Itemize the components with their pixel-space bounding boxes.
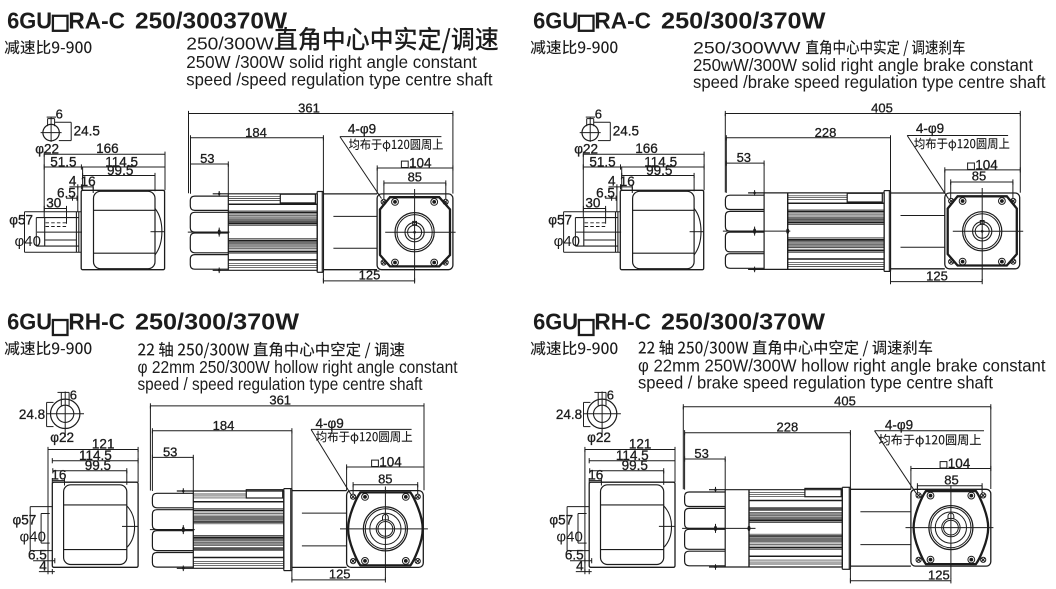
svg-text:166: 166 bbox=[96, 141, 119, 156]
svg-text:250W /300W solid right angle: 250W /300W solid right angle constant bbox=[186, 52, 477, 72]
svg-text:99.5: 99.5 bbox=[622, 458, 648, 473]
svg-text:6GU: 6GU bbox=[533, 7, 578, 33]
svg-text:361: 361 bbox=[269, 393, 291, 408]
svg-text:114.5: 114.5 bbox=[644, 154, 677, 169]
svg-text:6GU: 6GU bbox=[7, 7, 52, 33]
svg-text:99.5: 99.5 bbox=[85, 458, 111, 473]
svg-text:4-φ9: 4-φ9 bbox=[315, 416, 343, 431]
svg-text:125: 125 bbox=[926, 268, 948, 283]
svg-text:6.5: 6.5 bbox=[596, 186, 615, 201]
svg-text:φ40: φ40 bbox=[15, 233, 41, 250]
svg-text:125: 125 bbox=[928, 568, 950, 583]
svg-text:6.5: 6.5 bbox=[565, 548, 584, 563]
svg-text:85: 85 bbox=[378, 471, 392, 486]
svg-text:361: 361 bbox=[298, 100, 320, 115]
svg-text:250/300WW: 250/300WW bbox=[693, 38, 801, 57]
svg-text:53: 53 bbox=[163, 444, 177, 459]
svg-text:4-φ9: 4-φ9 bbox=[348, 122, 376, 137]
svg-text:121: 121 bbox=[92, 437, 115, 452]
svg-text:53: 53 bbox=[200, 151, 214, 166]
svg-text:99.5: 99.5 bbox=[646, 163, 672, 178]
svg-text:121: 121 bbox=[629, 437, 652, 452]
svg-text:99.5: 99.5 bbox=[107, 163, 133, 178]
svg-text:184: 184 bbox=[245, 125, 267, 140]
svg-text:6GU: 6GU bbox=[7, 308, 52, 334]
svg-text:φ 22mm 250/300W hollow right a: φ 22mm 250/300W hollow right angle const… bbox=[138, 357, 458, 377]
svg-text:φ57: φ57 bbox=[549, 513, 573, 528]
svg-text:φ22: φ22 bbox=[574, 142, 598, 157]
svg-text:4-φ9: 4-φ9 bbox=[916, 121, 944, 136]
svg-text:125: 125 bbox=[329, 567, 351, 582]
svg-text:6GU: 6GU bbox=[533, 308, 578, 334]
svg-text:405: 405 bbox=[834, 394, 856, 409]
svg-text:φ40: φ40 bbox=[554, 233, 580, 250]
svg-text:16: 16 bbox=[620, 174, 635, 189]
svg-text:16: 16 bbox=[81, 174, 96, 189]
svg-text:RA-C: RA-C bbox=[68, 7, 125, 33]
svg-text:85: 85 bbox=[944, 472, 958, 487]
svg-text:114.5: 114.5 bbox=[79, 448, 112, 463]
svg-text:16: 16 bbox=[51, 467, 66, 482]
svg-text:405: 405 bbox=[871, 100, 893, 115]
svg-text:16: 16 bbox=[588, 467, 603, 482]
svg-text:51.5: 51.5 bbox=[589, 154, 615, 169]
svg-text:4: 4 bbox=[576, 558, 584, 573]
svg-text:114.5: 114.5 bbox=[616, 448, 649, 463]
svg-text:6.5: 6.5 bbox=[28, 548, 47, 563]
svg-text:6: 6 bbox=[607, 388, 614, 403]
svg-text:4: 4 bbox=[39, 558, 47, 573]
svg-text:φ57: φ57 bbox=[9, 212, 33, 227]
svg-text:speed / speed regulation type: speed / speed regulation type centre sha… bbox=[138, 374, 423, 394]
svg-text:RH-C: RH-C bbox=[68, 308, 125, 334]
svg-text:φ57: φ57 bbox=[548, 212, 572, 227]
svg-text:104: 104 bbox=[975, 158, 998, 173]
svg-text:speed /brake speed regulation: speed /brake speed regulation type centr… bbox=[693, 72, 1046, 92]
svg-text:53: 53 bbox=[694, 446, 708, 461]
svg-text:φ22: φ22 bbox=[35, 142, 59, 157]
svg-text:104: 104 bbox=[379, 455, 402, 470]
svg-text:6.5: 6.5 bbox=[57, 186, 76, 201]
svg-text:4-φ9: 4-φ9 bbox=[885, 417, 913, 432]
svg-text:RA-C: RA-C bbox=[594, 7, 651, 33]
svg-text:φ57: φ57 bbox=[13, 513, 37, 528]
svg-text:228: 228 bbox=[777, 420, 799, 435]
svg-text:250/300/370W: 250/300/370W bbox=[661, 308, 826, 334]
svg-text:250/300370W: 250/300370W bbox=[135, 7, 288, 33]
svg-text:85: 85 bbox=[408, 170, 422, 185]
svg-text:φ 22mm 250W/300W hollow right: φ 22mm 250W/300W hollow right angle brak… bbox=[638, 356, 1046, 376]
svg-text:125: 125 bbox=[359, 268, 381, 283]
svg-text:250wW/300W solid right angle b: 250wW/300W solid right angle brake const… bbox=[693, 55, 1033, 75]
svg-text:RH-C: RH-C bbox=[594, 308, 651, 334]
svg-text:166: 166 bbox=[635, 141, 658, 156]
svg-text:250/300/370W: 250/300/370W bbox=[135, 308, 300, 334]
svg-text:53: 53 bbox=[737, 150, 751, 165]
svg-text:104: 104 bbox=[948, 456, 971, 471]
svg-text:30: 30 bbox=[585, 196, 600, 211]
svg-text:6: 6 bbox=[70, 388, 77, 403]
svg-text:24.8: 24.8 bbox=[19, 407, 45, 422]
svg-text:φ22: φ22 bbox=[50, 430, 74, 445]
svg-text:24.8: 24.8 bbox=[556, 407, 582, 422]
svg-text:114.5: 114.5 bbox=[105, 154, 138, 169]
svg-text:250/300/370W: 250/300/370W bbox=[661, 7, 826, 33]
svg-text:51.5: 51.5 bbox=[50, 154, 76, 169]
svg-text:4: 4 bbox=[69, 173, 77, 188]
svg-text:24.5: 24.5 bbox=[613, 124, 639, 139]
svg-text:30: 30 bbox=[46, 196, 61, 211]
svg-text:85: 85 bbox=[972, 169, 986, 184]
svg-text:250/300W: 250/300W bbox=[186, 33, 274, 53]
svg-text:speed /speed regulation type c: speed /speed regulation type centre shaf… bbox=[186, 69, 492, 89]
svg-text:4: 4 bbox=[608, 173, 616, 188]
svg-text:φ40: φ40 bbox=[556, 529, 582, 546]
svg-text:24.5: 24.5 bbox=[74, 124, 100, 139]
svg-text:104: 104 bbox=[409, 156, 432, 171]
svg-text:184: 184 bbox=[213, 418, 235, 433]
svg-text:228: 228 bbox=[815, 125, 837, 140]
svg-text:φ40: φ40 bbox=[20, 529, 46, 546]
svg-text:6: 6 bbox=[595, 106, 602, 121]
svg-text:speed / brake speed regulation: speed / brake speed regulation type cent… bbox=[638, 373, 993, 393]
svg-text:6: 6 bbox=[56, 106, 63, 121]
svg-text:φ22: φ22 bbox=[587, 430, 611, 445]
